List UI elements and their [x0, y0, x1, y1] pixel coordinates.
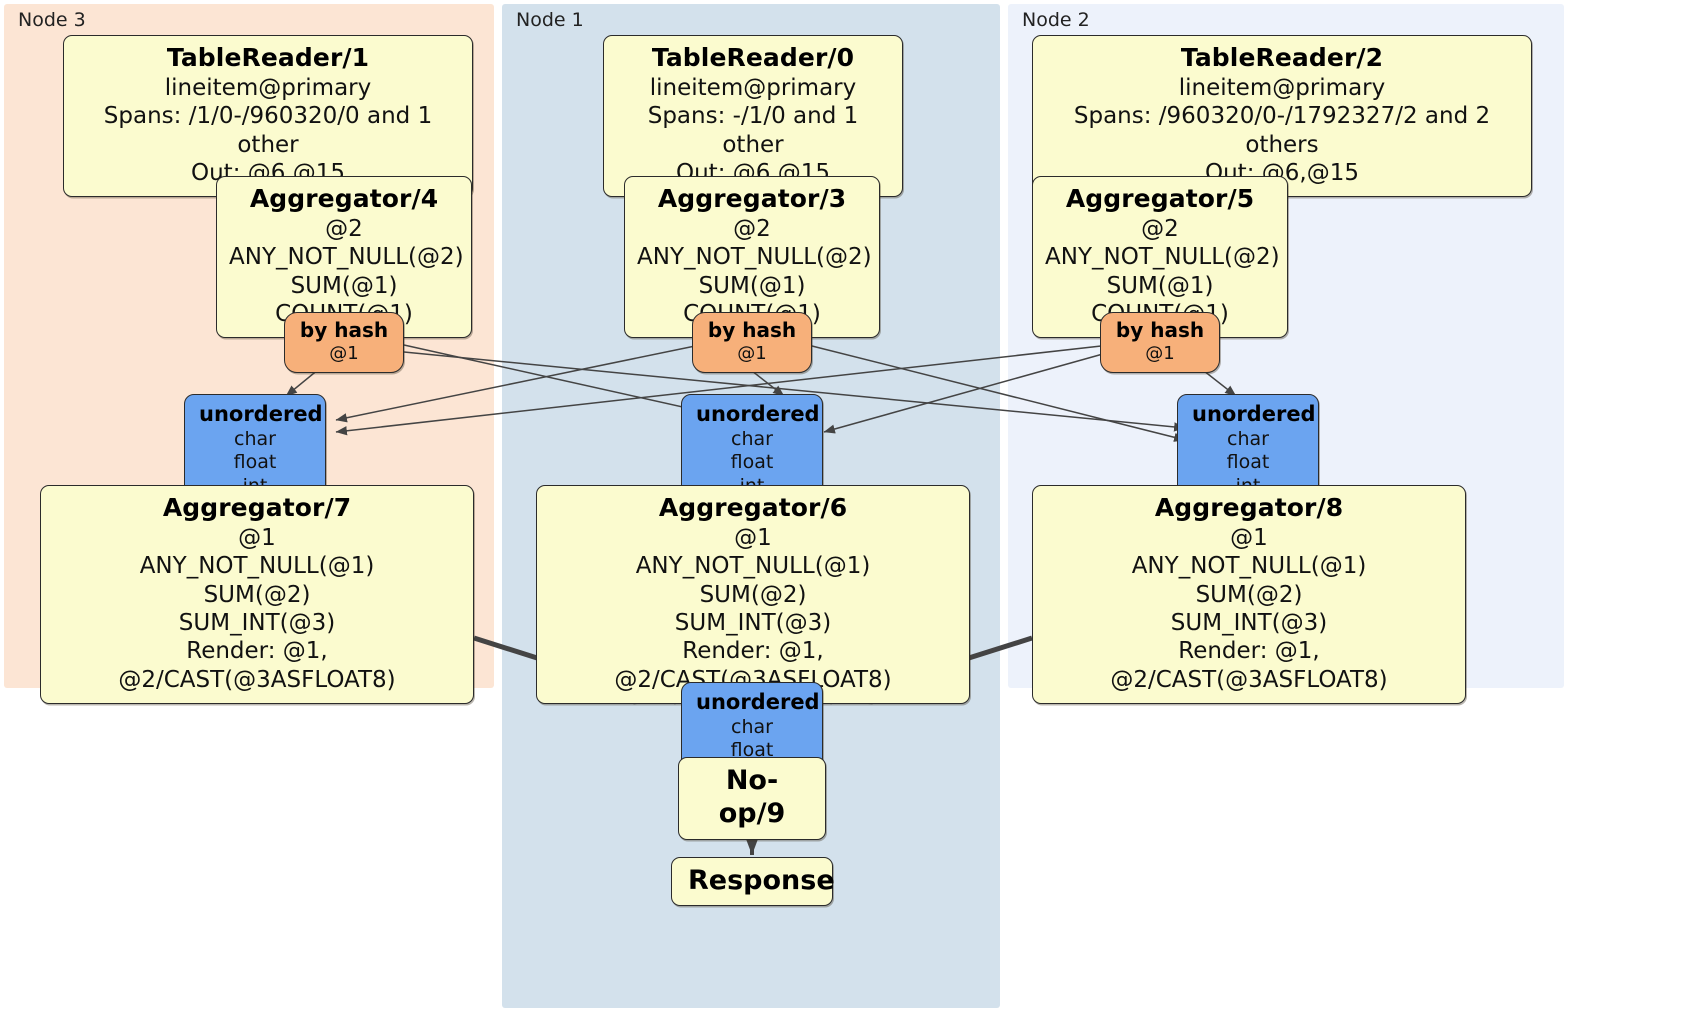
node-line: ANY_NOT_NULL(@2)	[637, 244, 872, 271]
node-title: TableReader/1	[166, 43, 370, 72]
node-line: Spans: /1/0-/960320/0 and 1 other	[103, 103, 433, 158]
router-line: @1	[737, 342, 767, 364]
node-title: Aggregator/4	[249, 184, 439, 213]
stream-line: float	[730, 451, 774, 474]
node-panel-label-node2: Node 2	[1022, 9, 1090, 31]
node-line: lineitem@primary	[1178, 74, 1386, 101]
node-line: Spans: -/1/0 and 1 other	[647, 103, 859, 158]
node-line: ANY_NOT_NULL(@1)	[635, 553, 871, 580]
processor-aggregator-6[interactable]: Aggregator/6 @1 ANY_NOT_NULL(@1) SUM(@2)…	[536, 485, 970, 705]
node-line: SUM(@2)	[699, 581, 807, 608]
node-title: No-op/9	[718, 765, 786, 830]
node-line: @2	[1141, 215, 1179, 242]
processor-tablereader-0[interactable]: TableReader/0 lineitem@primary Spans: -/…	[603, 35, 903, 198]
processor-aggregator-7[interactable]: Aggregator/7 @1 ANY_NOT_NULL(@1) SUM(@2)…	[40, 485, 474, 705]
router-title: by hash	[707, 318, 797, 342]
stream-title: unordered	[696, 690, 820, 714]
node-line: ANY_NOT_NULL(@1)	[139, 553, 375, 580]
stream-line: float	[1226, 451, 1270, 474]
node-title: Aggregator/5	[1065, 184, 1255, 213]
node-line: ANY_NOT_NULL(@1)	[1131, 553, 1367, 580]
node-title: Aggregator/3	[657, 184, 847, 213]
router-by-hash-node2[interactable]: by hash @1	[1100, 312, 1220, 373]
node-title: TableReader/2	[1180, 43, 1384, 72]
processor-tablereader-2[interactable]: TableReader/2 lineitem@primary Spans: /9…	[1032, 35, 1532, 198]
node-line: SUM_INT(@3)	[178, 610, 336, 637]
node-line: SUM(@2)	[203, 581, 311, 608]
node-title: Aggregator/6	[658, 493, 848, 522]
node-line: lineitem@primary	[649, 74, 857, 101]
router-line: @1	[1145, 342, 1175, 364]
node-panel-label-node3: Node 3	[18, 9, 86, 31]
processor-no-op-9[interactable]: No-op/9	[678, 757, 826, 840]
node-line: ANY_NOT_NULL(@2)	[229, 244, 464, 271]
node-title: TableReader/0	[651, 43, 855, 72]
router-line: @1	[329, 342, 359, 364]
stream-title: unordered	[696, 402, 820, 426]
node-line: @1	[734, 524, 772, 551]
router-title: by hash	[1115, 318, 1205, 342]
stream-line: char	[234, 427, 276, 450]
node-line: Render: @1, @2/CAST(@3ASFLOAT8)	[118, 638, 396, 693]
node-line: SUM_INT(@3)	[674, 610, 832, 637]
node-line: Render: @1, @2/CAST(@3ASFLOAT8)	[1110, 638, 1388, 693]
node-line: SUM(@1)	[1106, 272, 1214, 299]
stream-line: float	[730, 739, 774, 762]
node-line: @1	[238, 524, 276, 551]
router-by-hash-node1[interactable]: by hash @1	[692, 312, 812, 373]
stream-line: float	[233, 451, 277, 474]
router-by-hash-node3[interactable]: by hash @1	[284, 312, 404, 373]
router-title: by hash	[299, 318, 389, 342]
stream-line: char	[731, 427, 773, 450]
node-line: SUM(@1)	[290, 272, 398, 299]
node-line: ANY_NOT_NULL(@2)	[1045, 244, 1280, 271]
processor-response[interactable]: Response	[671, 857, 835, 907]
node-panel-label-node1: Node 1	[516, 9, 584, 31]
stream-title: unordered	[199, 402, 323, 426]
stream-line: char	[731, 715, 773, 738]
processor-tablereader-1[interactable]: TableReader/1 lineitem@primary Spans: /1…	[63, 35, 473, 198]
node-line: @2	[733, 215, 771, 242]
node-title: Aggregator/7	[162, 493, 352, 522]
node-line: SUM(@1)	[698, 272, 806, 299]
processor-aggregator-8[interactable]: Aggregator/8 @1 ANY_NOT_NULL(@1) SUM(@2)…	[1032, 485, 1466, 705]
node-line: Spans: /960320/0-/1792327/2 and 2 others	[1073, 103, 1491, 158]
stream-line: char	[1227, 427, 1269, 450]
node-line: @1	[1230, 524, 1268, 551]
node-title: Aggregator/8	[1154, 493, 1344, 522]
node-line: SUM(@2)	[1195, 581, 1303, 608]
node-line: lineitem@primary	[164, 74, 372, 101]
stream-title: unordered	[1192, 402, 1316, 426]
node-line: @2	[325, 215, 363, 242]
node-title: Response	[688, 865, 835, 896]
node-line: SUM_INT(@3)	[1170, 610, 1328, 637]
